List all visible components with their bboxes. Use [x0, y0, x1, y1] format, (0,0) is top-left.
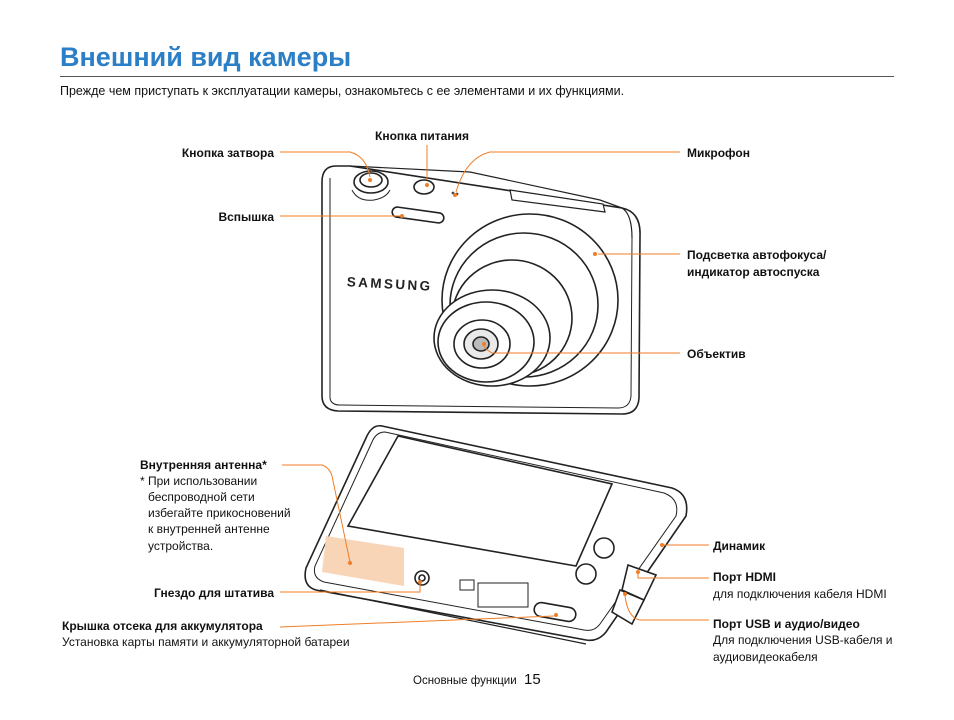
label-hdmi-port: Порт HDMI	[713, 570, 776, 584]
back-button-1	[593, 537, 615, 559]
label-speaker: Динамик	[713, 539, 766, 553]
usb-av-desc-line2: аудиовидеокабеля	[713, 650, 818, 664]
back-button-2	[575, 563, 597, 585]
label-usb-av-port: Порт USB и аудио/видео	[713, 617, 860, 631]
antenna-note-line5: устройства.	[148, 539, 214, 553]
label-flash: Вспышка	[218, 210, 274, 224]
camera-back	[304, 424, 688, 645]
title-divider	[60, 76, 894, 77]
antenna-note-line1: * При использовании	[140, 474, 258, 488]
usb-av-desc-line1: Для подключения USB-кабеля и	[713, 633, 893, 647]
lcd-screen	[346, 435, 614, 567]
power-button-shape	[413, 179, 435, 195]
back-leader-lines	[279, 464, 709, 628]
label-lens: Объектив	[687, 347, 746, 361]
antenna-note-line4: к внутренней антенне	[148, 522, 270, 536]
antenna-note-line2: беспроводной сети	[148, 490, 255, 504]
label-microphone: Микрофон	[687, 146, 750, 160]
usb-port	[611, 588, 646, 626]
page-title: Внешний вид камеры	[60, 42, 352, 72]
front-leader-lines	[280, 145, 680, 354]
label-internal-antenna: Внутренняя антенна*	[140, 458, 267, 472]
label-power-button: Кнопка питания	[375, 129, 469, 143]
front-leader-dots	[368, 178, 597, 346]
antenna-area	[322, 536, 404, 586]
hdmi-port-desc: для подключения кабеля HDMI	[713, 587, 887, 601]
antenna-note-line3: избегайте прикосновений	[148, 506, 291, 520]
footer-section: Основные функции	[413, 675, 517, 687]
label-af-lamp-line1: Подсветка автофокуса/	[687, 248, 827, 262]
label-battery-cover: Крышка отсека для аккумулятора	[62, 619, 263, 633]
label-tripod-socket: Гнездо для штатива	[154, 586, 274, 600]
tripod-socket	[414, 570, 430, 586]
samsung-logo: SAMSUNG	[346, 274, 432, 293]
intro-text: Прежде чем приступать к эксплуатации кам…	[60, 84, 625, 98]
label-shutter-button: Кнопка затвора	[181, 146, 274, 160]
camera-front	[321, 165, 641, 415]
battery-cover-desc: Установка карты памяти и аккумуляторной …	[62, 635, 350, 649]
page-number: 15	[524, 671, 541, 688]
flash-window	[391, 206, 445, 224]
back-leader-dots	[348, 543, 664, 617]
label-af-lamp-line2: индикатор автоспуска	[687, 265, 820, 279]
